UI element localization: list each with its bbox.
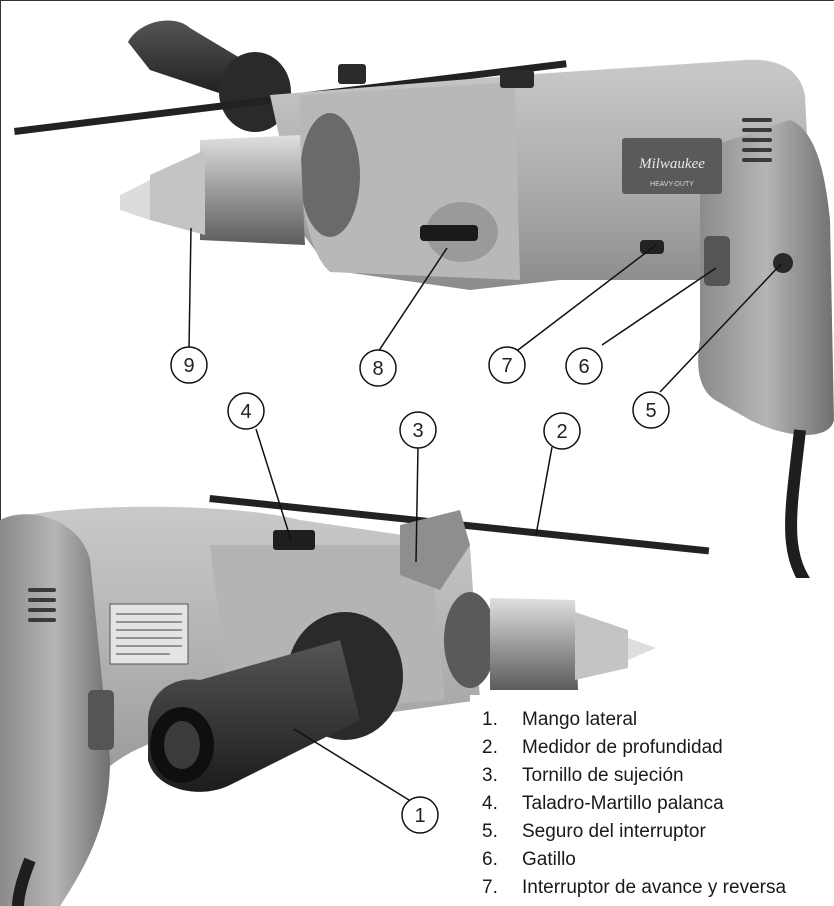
top-chuck	[200, 135, 305, 245]
callout-2: 2	[543, 412, 581, 450]
top-handle-collar	[219, 52, 291, 132]
brand-logo-subtitle: HEAVY-DUTY	[650, 181, 694, 188]
legend-item-label: Seguro del interruptor	[522, 821, 706, 842]
bottom-side-handle-hole	[164, 721, 200, 769]
leader-8	[377, 247, 448, 353]
bottom-chuck-collar	[444, 592, 496, 688]
top-drill: Milwaukee HEAVY-DUTY	[14, 20, 834, 615]
legend-item-number: 1.	[482, 709, 498, 730]
callout-markers: 9 8 7 6 5 4 3	[170, 346, 670, 834]
callout-leader-lines	[188, 227, 782, 801]
leader-9	[188, 227, 192, 350]
bottom-trigger	[88, 690, 114, 750]
top-chuck-tip	[120, 180, 150, 220]
legend-background	[470, 695, 834, 906]
bottom-drill-grip	[0, 514, 110, 906]
leader-7	[517, 244, 657, 351]
bottom-power-cord	[12, 857, 36, 906]
bottom-drill	[0, 494, 710, 906]
bottom-chuck	[490, 598, 578, 690]
bottom-vents	[28, 588, 56, 622]
bottom-chuck-tip	[628, 638, 656, 660]
callout-9-label: 9	[183, 355, 194, 377]
callout-7: 7	[488, 346, 526, 384]
legend-item-number: 6.	[482, 849, 498, 870]
top-chuck-nose	[150, 150, 205, 235]
callout-5-label: 5	[645, 400, 656, 422]
top-vents	[742, 118, 772, 162]
bottom-chuck-nose	[575, 612, 628, 680]
top-logo-plate	[622, 138, 722, 194]
leader-6	[601, 267, 717, 346]
legend-item-number: 3.	[482, 765, 498, 786]
callout-9: 9	[170, 346, 208, 384]
bottom-hammer-lever	[273, 530, 315, 550]
leader-1	[293, 728, 410, 801]
top-drill-grip	[698, 120, 834, 435]
background-cutout	[720, 578, 834, 708]
callout-8-label: 8	[372, 358, 383, 380]
frame-top-border	[0, 0, 834, 1]
legend-item-label: Medidor de profundidad	[522, 737, 723, 758]
legend-item-number: 7.	[482, 877, 498, 898]
brand-logo: Milwaukee	[638, 156, 705, 172]
legend-item-label: Taladro-Martillo palanca	[522, 793, 724, 814]
callout-1-label: 1	[414, 805, 425, 827]
callout-2-label: 2	[556, 421, 567, 443]
legend-item-label: Interruptor de avance y reversa	[522, 877, 787, 898]
legend-item-label: Tornillo de sujeción	[522, 765, 684, 786]
callout-6-label: 6	[578, 356, 589, 378]
leader-5	[659, 263, 782, 393]
leader-3	[415, 446, 419, 563]
legend-item-number: 2.	[482, 737, 498, 758]
warning-label-lines	[116, 613, 182, 655]
legend-item-label: Mango lateral	[522, 709, 638, 730]
legend-item-label: Gatillo	[522, 849, 576, 870]
top-forward-reverse-switch	[640, 240, 664, 254]
legend-item-number: 4.	[482, 793, 498, 814]
legend-item-number: 5.	[482, 821, 498, 842]
frame-left-border	[0, 0, 1, 906]
bottom-clamp	[400, 510, 470, 590]
callout-5: 5	[632, 391, 670, 429]
callout-1: 1	[401, 796, 439, 834]
top-selector-knob	[420, 225, 478, 241]
callout-3-label: 3	[412, 420, 423, 442]
callout-4-label: 4	[240, 401, 251, 423]
callout-7-label: 7	[501, 355, 512, 377]
top-hammer-lever	[500, 70, 534, 88]
callout-3: 3	[399, 411, 437, 449]
leader-4	[255, 428, 292, 541]
top-depth-clamp	[338, 64, 366, 84]
leader-2	[535, 446, 553, 536]
top-chuck-collar	[300, 113, 360, 237]
callout-8: 8	[359, 349, 397, 387]
callout-4: 4	[227, 392, 265, 430]
callout-6: 6	[565, 347, 603, 385]
warning-label	[109, 603, 189, 665]
top-trigger	[704, 236, 730, 286]
